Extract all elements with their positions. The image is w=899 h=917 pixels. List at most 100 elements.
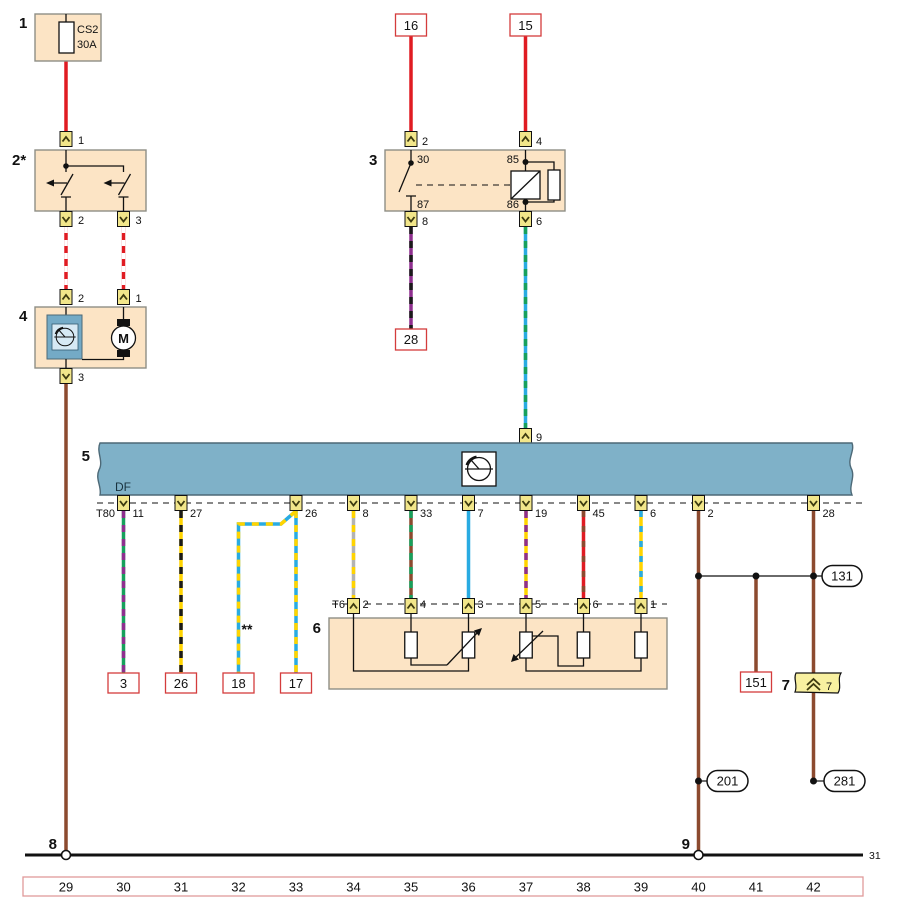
component-washer-pump-motor: 2 1 4 M 3	[19, 289, 147, 384]
footnote-stars: **	[242, 621, 253, 637]
component-5-number: 5	[82, 448, 90, 465]
component-control-unit: 9 5 DF	[82, 428, 854, 496]
ground-circuit-label: 31	[869, 850, 881, 862]
pin-label: 2	[78, 293, 84, 305]
ground-node-9	[693, 849, 704, 861]
pin-label: 4	[420, 599, 426, 611]
connector	[519, 598, 533, 614]
sensor-internal-wire	[352, 614, 470, 672]
wire-ref-box-26	[164, 672, 198, 694]
banner-inner-label: 7	[826, 681, 832, 693]
fuse-name: CS2	[77, 24, 98, 36]
sensor-internal-wire	[525, 658, 642, 672]
relay-resistor	[547, 169, 561, 201]
connector	[807, 495, 820, 511]
splice-201	[706, 769, 749, 793]
connector	[59, 368, 73, 384]
pin-label: 2	[708, 508, 714, 520]
wire-ref-label: 26	[174, 676, 188, 691]
connector	[117, 211, 130, 227]
pin-label: 11	[133, 508, 144, 520]
connector	[404, 131, 418, 147]
ruler-number: 40	[691, 880, 705, 895]
connector	[404, 211, 418, 227]
ground-node-8	[60, 849, 72, 861]
connector	[634, 598, 648, 614]
relay-terminal-30: 30	[417, 154, 429, 166]
junction-dot	[752, 572, 760, 580]
pin-label: 2	[363, 599, 369, 611]
wire-ref-label: 151	[745, 675, 767, 690]
wire-ref-box-16	[394, 13, 428, 37]
pin-label: 45	[593, 508, 605, 520]
arrow-head	[511, 654, 519, 662]
wire-ref-box-28	[394, 328, 428, 351]
junction-dot	[810, 777, 817, 785]
pin-label: 9	[536, 432, 542, 444]
wire-ref-label: 17	[289, 676, 303, 691]
junction-dot	[695, 572, 702, 580]
switch-body	[34, 149, 147, 212]
connector	[519, 428, 532, 444]
sensor-internal-wire	[532, 635, 585, 667]
wire-ref-box-15	[509, 13, 542, 37]
relay-coil-diagonal	[510, 170, 541, 200]
connector	[174, 495, 188, 511]
connector	[519, 211, 532, 227]
connector	[577, 598, 590, 614]
pin-label: 5	[535, 599, 541, 611]
switch-contact-left	[61, 196, 71, 211]
splice-131	[821, 564, 863, 588]
potentiometer-wiper	[446, 630, 480, 666]
arrow-head-right	[103, 179, 112, 187]
pin-label: 1	[78, 135, 84, 147]
wire-ref-label: 15	[518, 18, 532, 33]
ruler-number: 38	[576, 880, 590, 895]
connector	[404, 598, 418, 614]
connector	[462, 598, 475, 614]
component-relay: 16 15 2 4 3 30 85 87 86 8 6 28	[369, 13, 566, 351]
splice-label: 281	[834, 774, 856, 789]
wire-ref-label: 18	[231, 676, 245, 691]
connector	[634, 495, 648, 511]
wire-pin26-18-dash	[236, 509, 298, 673]
pin-label: 26	[305, 508, 317, 520]
ruler-number: 41	[749, 880, 763, 895]
switch-contact-right	[118, 196, 129, 211]
sensor-block-body	[328, 617, 668, 690]
pin-label: 3	[78, 372, 84, 384]
motor-cap-top	[117, 319, 130, 326]
component-fuse-box: CS2 30A 1	[19, 13, 102, 62]
connector	[59, 131, 73, 147]
resistor	[576, 631, 591, 659]
ground-point-8: 8	[49, 836, 57, 853]
ground-point-9: 9	[682, 836, 690, 853]
wire-ref-box-18	[222, 672, 255, 694]
grid-ruler: 29 30 31 32 33 34 35 36 37 38 39 40 41 4…	[22, 876, 864, 897]
connector	[347, 495, 360, 511]
ruler-number: 36	[461, 880, 475, 895]
ruler-number: 29	[59, 880, 73, 895]
arrow-head	[474, 628, 482, 636]
component-3-number: 3	[369, 152, 377, 169]
ruler-frame	[22, 876, 864, 897]
connector	[404, 495, 418, 511]
connector	[577, 495, 590, 511]
sensor-internal-wire	[410, 658, 447, 666]
connector	[347, 598, 360, 614]
potentiometer	[519, 631, 533, 659]
wire-end-boxes: 3 26 18 17 ** 151	[107, 621, 773, 694]
pin-label: 2	[78, 215, 84, 227]
t80-label: T80	[96, 508, 115, 520]
connector	[692, 495, 705, 511]
splice-label: 201	[717, 774, 739, 789]
pin-label: 2	[422, 136, 428, 148]
component-sensor-block: T6 2 4 3 5 6 1 6	[313, 598, 668, 690]
component-wiper-switch: 1 2* 2 3	[12, 131, 147, 227]
splice-links: 131 201 281	[695, 564, 866, 793]
potentiometer	[461, 631, 476, 659]
pin-label: 1	[650, 599, 656, 611]
double-chevron-icon	[806, 677, 821, 691]
resistor	[634, 631, 648, 659]
